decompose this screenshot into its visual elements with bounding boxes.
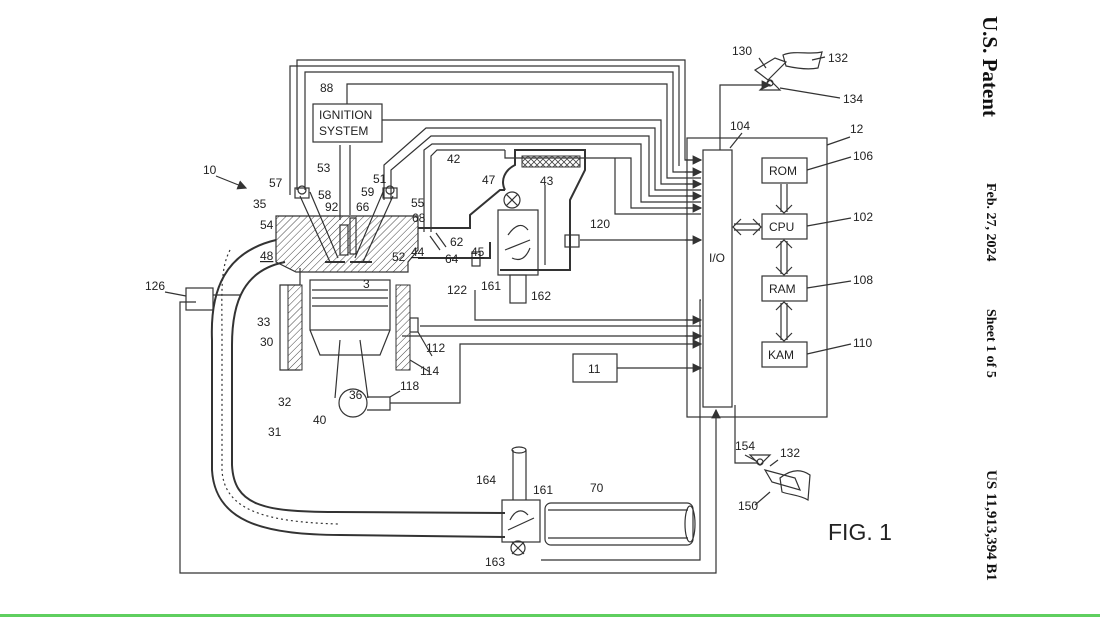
ref-57: 57 bbox=[269, 176, 283, 190]
ref-55: 55 bbox=[411, 196, 425, 210]
ref-3: 3 bbox=[363, 277, 370, 291]
turbo-and-aftertreatment bbox=[501, 446, 696, 556]
ref-35: 35 bbox=[253, 197, 267, 211]
rom-label: ROM bbox=[769, 164, 797, 178]
sensor-126 bbox=[185, 287, 214, 311]
ref-132a: 132 bbox=[828, 51, 848, 65]
ref-45: 45 bbox=[471, 245, 485, 259]
controller-12: I/O ROM CPU RAM KAM bbox=[686, 137, 828, 418]
ref-163: 163 bbox=[485, 555, 505, 569]
ref-31: 31 bbox=[268, 425, 282, 439]
ref-108: 108 bbox=[853, 273, 873, 287]
ref-42: 42 bbox=[447, 152, 461, 166]
ref-43: 43 bbox=[540, 174, 554, 188]
exhaust-pipe bbox=[210, 239, 506, 538]
ref-132b: 132 bbox=[780, 446, 800, 460]
ref-70: 70 bbox=[590, 481, 604, 495]
ref-62: 62 bbox=[450, 235, 464, 249]
ref-122: 122 bbox=[447, 283, 467, 297]
ref-32: 32 bbox=[278, 395, 292, 409]
ref-134: 134 bbox=[843, 92, 863, 106]
ref-47: 47 bbox=[482, 173, 496, 187]
ref-126: 126 bbox=[145, 279, 165, 293]
ref-40: 40 bbox=[313, 413, 327, 427]
ref-114: 114 bbox=[420, 364, 439, 378]
ref-130: 130 bbox=[732, 44, 752, 58]
ref-164: 164 bbox=[476, 473, 496, 487]
bottom-rule bbox=[0, 614, 1100, 617]
ref-120: 120 bbox=[590, 217, 610, 231]
ref-64: 64 bbox=[445, 252, 459, 266]
ignition-label-2: SYSTEM bbox=[319, 124, 368, 138]
ref-118: 118 bbox=[400, 379, 419, 393]
ref-12: 12 bbox=[850, 122, 864, 136]
ref-53: 53 bbox=[317, 161, 331, 175]
ref-88: 88 bbox=[320, 81, 334, 95]
ref-161b: 161 bbox=[533, 483, 553, 497]
reference-numerals: 10 35 57 53 58 92 88 51 59 66 55 68 54 4… bbox=[145, 44, 873, 569]
ref-51: 51 bbox=[373, 172, 387, 186]
ref-106: 106 bbox=[853, 149, 873, 163]
cpu-label: CPU bbox=[769, 220, 794, 234]
ref-102: 102 bbox=[853, 210, 873, 224]
intake-system bbox=[418, 149, 586, 304]
ref-48: 48 bbox=[260, 249, 274, 263]
ref-112: 112 bbox=[426, 341, 445, 355]
ref-10: 10 bbox=[203, 163, 217, 177]
ref-92: 92 bbox=[325, 200, 339, 214]
ref-66: 66 bbox=[356, 200, 370, 214]
ref-110: 110 bbox=[853, 336, 872, 350]
ref-161a: 161 bbox=[481, 279, 501, 293]
accelerator-pedal-130 bbox=[719, 51, 823, 150]
ref-30: 30 bbox=[260, 335, 274, 349]
ref-54: 54 bbox=[260, 218, 274, 232]
kam-label: KAM bbox=[768, 348, 794, 362]
signal-lines-top bbox=[289, 59, 701, 337]
ref-162: 162 bbox=[531, 289, 551, 303]
ref-33: 33 bbox=[257, 315, 271, 329]
ignition-label-1: IGNITION bbox=[319, 108, 372, 122]
sensor-11-label: 11 bbox=[588, 362, 601, 376]
ref-104: 104 bbox=[730, 119, 750, 133]
ref-44: 44 bbox=[411, 245, 425, 259]
figure-label: FIG. 1 bbox=[828, 519, 892, 545]
io-block bbox=[702, 149, 733, 408]
ram-label: RAM bbox=[769, 282, 796, 296]
ref-150: 150 bbox=[738, 499, 758, 513]
engine-cylinder bbox=[275, 185, 419, 418]
ref-59: 59 bbox=[361, 185, 375, 199]
aftertreatment-70 bbox=[544, 502, 694, 546]
ref-68: 68 bbox=[412, 211, 426, 225]
ref-154: 154 bbox=[735, 439, 755, 453]
ref-36: 36 bbox=[349, 388, 363, 402]
ref-52: 52 bbox=[392, 250, 406, 264]
ref-58: 58 bbox=[318, 188, 332, 202]
io-label: I/O bbox=[709, 251, 725, 265]
